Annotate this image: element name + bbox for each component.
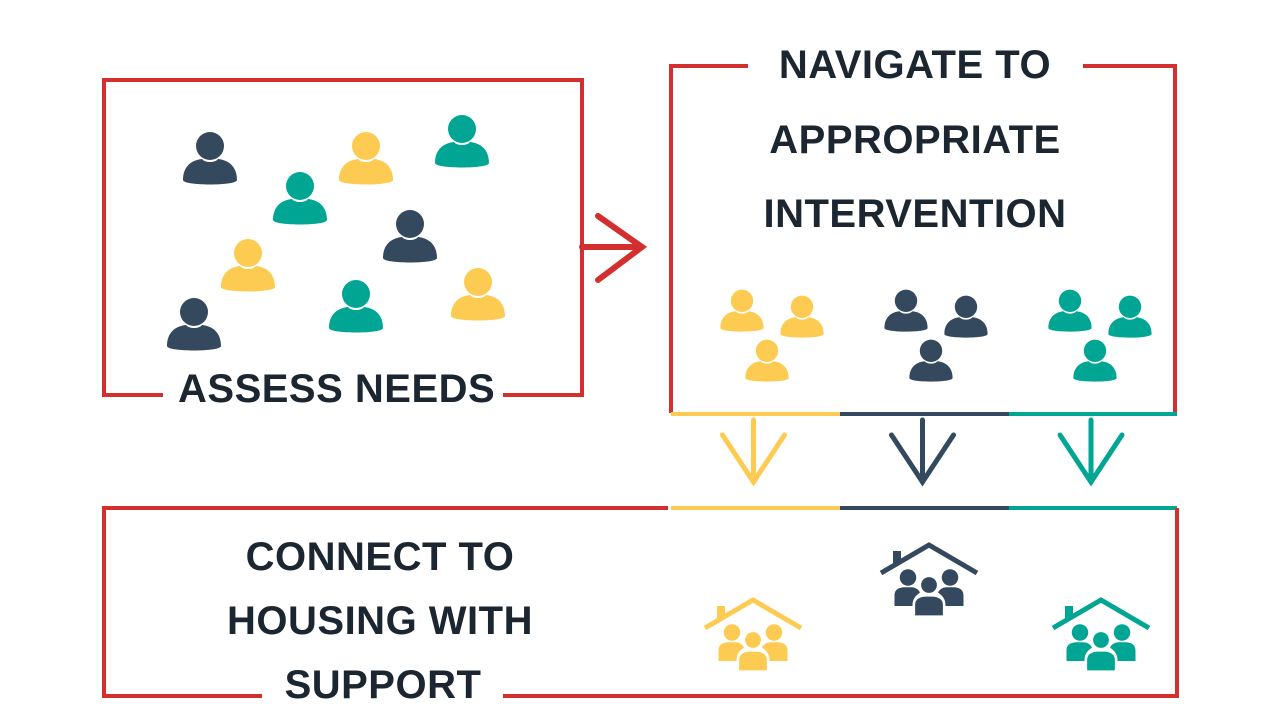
- person-icon: [339, 132, 393, 185]
- pathway-arrows: [720, 417, 1125, 487]
- assess-people-group: [167, 115, 505, 351]
- connect-frame: [102, 506, 1179, 698]
- down-arrow-icon: [889, 417, 956, 487]
- family-icon: [717, 623, 789, 673]
- navigate-people-groups: [720, 289, 1152, 382]
- down-arrow-icon: [720, 417, 787, 487]
- assess-needs-frame: [102, 78, 584, 397]
- person-icon: [451, 268, 505, 321]
- assess-needs-title: ASSESS NEEDS: [178, 367, 496, 412]
- person-icon: [221, 239, 275, 292]
- person-icon: [167, 298, 221, 351]
- navigate-title-line3: INTERVENTION: [730, 192, 1100, 237]
- person-icon: [884, 289, 928, 332]
- navigate-title-line1: NAVIGATE TO: [760, 43, 1070, 88]
- house-family-icon: [879, 542, 979, 618]
- person-icon: [780, 295, 824, 338]
- connect-title-line3: SUPPORT: [268, 663, 498, 708]
- family-icon: [1065, 623, 1137, 673]
- navigate-frame: [669, 64, 1177, 413]
- person-icon: [1108, 295, 1152, 338]
- right-arrow-icon: [579, 213, 648, 283]
- person-icon: [1048, 289, 1092, 332]
- connect-title-line2: HOUSING WITH: [200, 599, 560, 644]
- person-icon: [183, 132, 237, 185]
- house-family-icon: [1051, 597, 1151, 673]
- person-icon: [435, 115, 489, 168]
- pathway-dividers: [671, 412, 1177, 510]
- person-icon: [944, 295, 988, 338]
- person-icon: [329, 280, 383, 333]
- navigate-title-line2: APPROPRIATE: [740, 118, 1090, 163]
- person-icon: [273, 172, 327, 225]
- connect-title-line1: CONNECT TO: [215, 535, 545, 580]
- down-arrow-icon: [1057, 417, 1125, 487]
- person-icon: [1073, 339, 1117, 382]
- person-icon: [720, 289, 764, 332]
- person-icon: [745, 339, 789, 382]
- house-family-icon: [703, 597, 803, 673]
- family-icon: [893, 568, 965, 618]
- person-icon: [383, 210, 437, 263]
- housing-icons: [703, 542, 1151, 673]
- person-icon: [909, 339, 953, 382]
